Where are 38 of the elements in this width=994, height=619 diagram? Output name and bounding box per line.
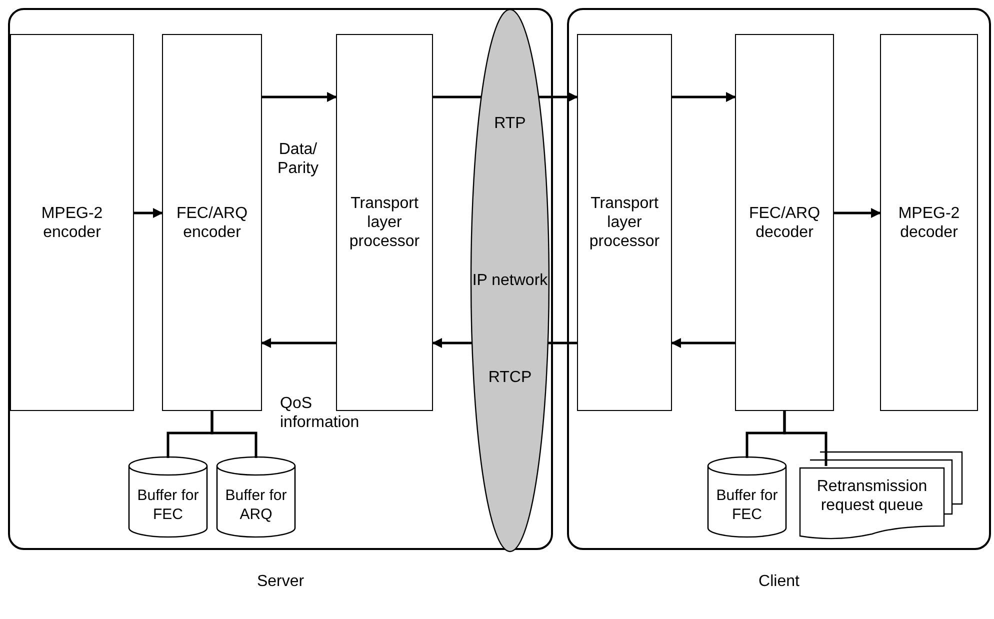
arrow bbox=[432, 338, 472, 348]
node-label: MPEG-2 decoder bbox=[897, 204, 961, 242]
process-box bbox=[735, 34, 834, 411]
node-label: Transport layer processor bbox=[588, 194, 661, 251]
panel-background bbox=[567, 8, 991, 550]
arrow bbox=[262, 92, 337, 102]
panel-background bbox=[8, 8, 553, 550]
process-box bbox=[162, 34, 262, 411]
connector-line bbox=[548, 342, 577, 344]
node-label: Transport layer processor bbox=[348, 194, 421, 251]
process-box bbox=[880, 34, 978, 411]
arrow bbox=[671, 338, 735, 348]
buffer-cylinder bbox=[128, 456, 208, 538]
process-box bbox=[577, 34, 672, 411]
process-box bbox=[10, 34, 134, 411]
network-ellipse bbox=[470, 8, 550, 553]
node-label: IP network bbox=[472, 271, 548, 290]
edge-label: QoS information bbox=[280, 394, 360, 432]
node-label: Server bbox=[256, 572, 306, 591]
connector-line bbox=[783, 411, 828, 466]
node-label: FEC/ARQ encoder bbox=[175, 204, 249, 242]
connector-line bbox=[210, 411, 258, 458]
process-box bbox=[336, 34, 433, 411]
arrow bbox=[261, 338, 336, 348]
node-label: Buffer for FEC bbox=[715, 486, 779, 524]
arrow bbox=[672, 92, 736, 102]
node-label: Client bbox=[758, 572, 800, 591]
node-label: Retransmission request queue bbox=[816, 477, 928, 515]
arrow bbox=[538, 92, 578, 102]
node-label: MPEG-2 encoder bbox=[40, 204, 104, 242]
arrow bbox=[134, 208, 163, 218]
buffer-cylinder bbox=[707, 456, 787, 538]
connector-line bbox=[433, 96, 482, 98]
node-label: Buffer for FEC bbox=[136, 486, 200, 524]
node-label: Buffer for ARQ bbox=[224, 486, 288, 524]
arrow bbox=[834, 208, 881, 218]
node-label: FEC/ARQ decoder bbox=[748, 204, 822, 242]
buffer-cylinder bbox=[216, 456, 296, 538]
